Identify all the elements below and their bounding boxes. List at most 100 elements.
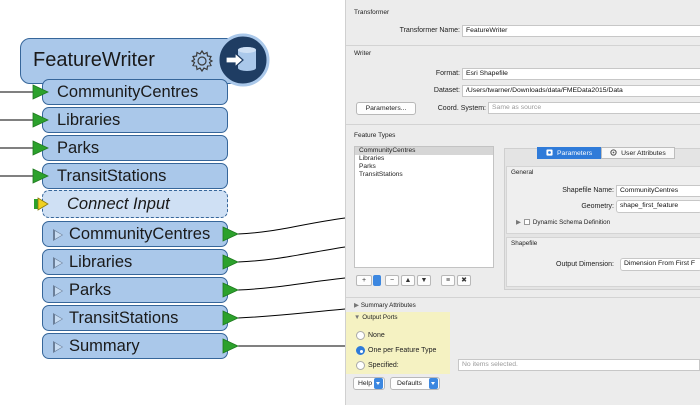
output-port-label: CommunityCentres [69,225,211,243]
output-port-communitycentres[interactable]: CommunityCentres [42,221,228,247]
output-arrow-icon [222,338,239,354]
radio-one-per-feature-type-label: One per Feature Type [368,347,437,354]
connection-wires [0,91,345,347]
output-port-triangle-icon [53,285,63,297]
dataset-field[interactable]: /Users/twarner/Downloads/data/FMEData201… [462,85,700,97]
list-item[interactable]: Parks [359,163,376,170]
clear-list-button[interactable]: ✖ [457,275,471,286]
feature-types-section-title: Feature Types [354,132,396,139]
attributes-tab-icon [610,149,617,156]
input-port-parks[interactable]: Parks [42,135,228,161]
output-dimension-label: Output Dimension: [556,261,614,268]
defaults-dropdown-icon[interactable] [429,378,438,389]
transformer-name-field[interactable]: FeatureWriter [462,25,700,37]
remove-feature-type-button[interactable]: − [385,275,399,286]
help-dropdown-icon[interactable] [374,378,383,389]
output-port-triangle-icon [53,313,63,325]
output-port-label: Libraries [69,253,133,271]
list-item[interactable]: TransitStations [359,171,403,178]
output-ports-toggle[interactable]: ▼Output Ports [354,314,398,321]
general-section-title: General [511,169,534,176]
input-port-transitstations[interactable]: TransitStations [42,163,228,189]
specified-ports-field[interactable]: No items selected. [458,359,700,371]
connect-input-arrow-icon [34,197,49,211]
output-wire-libraries [237,246,345,263]
transformer-parameters-dialog: Transformer Transformer Name: FeatureWri… [345,0,700,405]
section-divider [346,124,700,125]
dynamic-schema-checkbox[interactable] [523,219,530,225]
section-divider [346,45,700,46]
dynamic-schema-label: Dynamic Schema Definition [532,219,611,226]
coord-system-label: Coord. System: [437,105,486,112]
move-up-button[interactable]: ▲ [401,275,415,286]
dataset-label: Dataset: [433,87,460,94]
transformer-title: FeatureWriter [33,49,155,71]
shapefile-name-label: Shapefile Name: [562,187,614,194]
add-feature-type-button[interactable]: + [356,275,372,286]
input-port-label: Libraries [57,111,121,129]
input-port-libraries[interactable]: Libraries [42,107,228,133]
feature-types-list[interactable]: CommunityCentres Libraries Parks Transit… [354,146,494,268]
output-port-libraries[interactable]: Libraries [42,249,228,275]
format-label: Format: [435,70,460,77]
list-options-button[interactable]: ≡ [441,275,455,286]
chevron-down-icon: ▼ [354,314,361,321]
chevron-right-icon: ▶ [354,302,359,309]
summary-attributes-toggle[interactable]: ▶Summary Attributes [354,302,416,309]
transformer-section-title: Transformer [354,9,390,16]
input-arrow-icon [32,84,49,100]
output-port-label: Parks [69,281,112,299]
tab-user-attributes[interactable]: User Attributes [601,147,675,159]
workspace-canvas[interactable]: FeatureWriter CommunityCentres Libraries… [0,0,345,405]
connect-input-port[interactable]: Connect Input [42,190,228,218]
output-wire-transitstations [237,308,345,319]
help-button-label: Help [358,380,372,387]
output-port-transitstations[interactable]: TransitStations [42,305,228,331]
geometry-select[interactable]: shape_first_feature [616,200,700,213]
input-port-communitycentres[interactable]: CommunityCentres [42,79,228,105]
list-item[interactable]: Libraries [359,155,385,162]
tab-label: Parameters [557,150,593,157]
geometry-label: Geometry: [581,203,614,210]
output-wire-communitycentres [237,217,345,235]
tab-label: User Attributes [621,150,666,157]
output-port-triangle-icon [53,257,63,269]
input-port-label: Parks [57,139,100,157]
radio-specified[interactable] [356,361,365,370]
output-port-triangle-icon [53,341,63,353]
coord-system-field[interactable]: Same as source [488,102,700,114]
tab-parameters[interactable]: Parameters [537,147,602,159]
radio-none[interactable] [356,331,365,340]
output-arrow-icon [222,226,239,242]
output-arrow-icon [222,310,239,326]
format-field[interactable]: Esri Shapefile [462,68,700,80]
output-port-summary[interactable]: Summary [42,333,228,359]
summary-attributes-label: Summary Attributes [360,302,416,309]
gear-icon[interactable] [189,48,215,74]
connect-input-label: Connect Input [67,195,170,213]
chevron-right-icon: ▶ [516,219,521,226]
input-arrow-icon [32,168,49,184]
output-ports-label: Output Ports [362,314,398,321]
input-arrow-icon [32,112,49,128]
parameters-button[interactable]: Parameters... [356,102,416,115]
output-port-parks[interactable]: Parks [42,277,228,303]
output-dimension-select[interactable]: Dimension From First F [620,258,700,271]
defaults-button[interactable]: Defaults [390,377,440,390]
move-down-button[interactable]: ▼ [417,275,431,286]
list-item[interactable]: CommunityCentres [355,147,493,155]
section-divider [346,297,700,298]
transformer-name-label: Transformer Name: [399,27,460,34]
radio-none-label: None [368,332,385,339]
writer-section-title: Writer [354,50,372,57]
input-port-label: TransitStations [57,167,167,185]
add-dropdown-button[interactable] [373,275,381,286]
parameter-tabs: Parameters User Attributes [537,147,675,159]
dynamic-schema-toggle[interactable]: ▶ Dynamic Schema Definition [516,219,610,226]
writer-database-icon [216,33,270,87]
radio-specified-label: Specified: [368,362,399,369]
output-arrow-icon [222,254,239,270]
shapefile-name-field[interactable]: CommunityCentres [616,185,700,197]
radio-one-per-feature-type[interactable] [356,346,365,355]
output-port-label: TransitStations [69,309,179,327]
